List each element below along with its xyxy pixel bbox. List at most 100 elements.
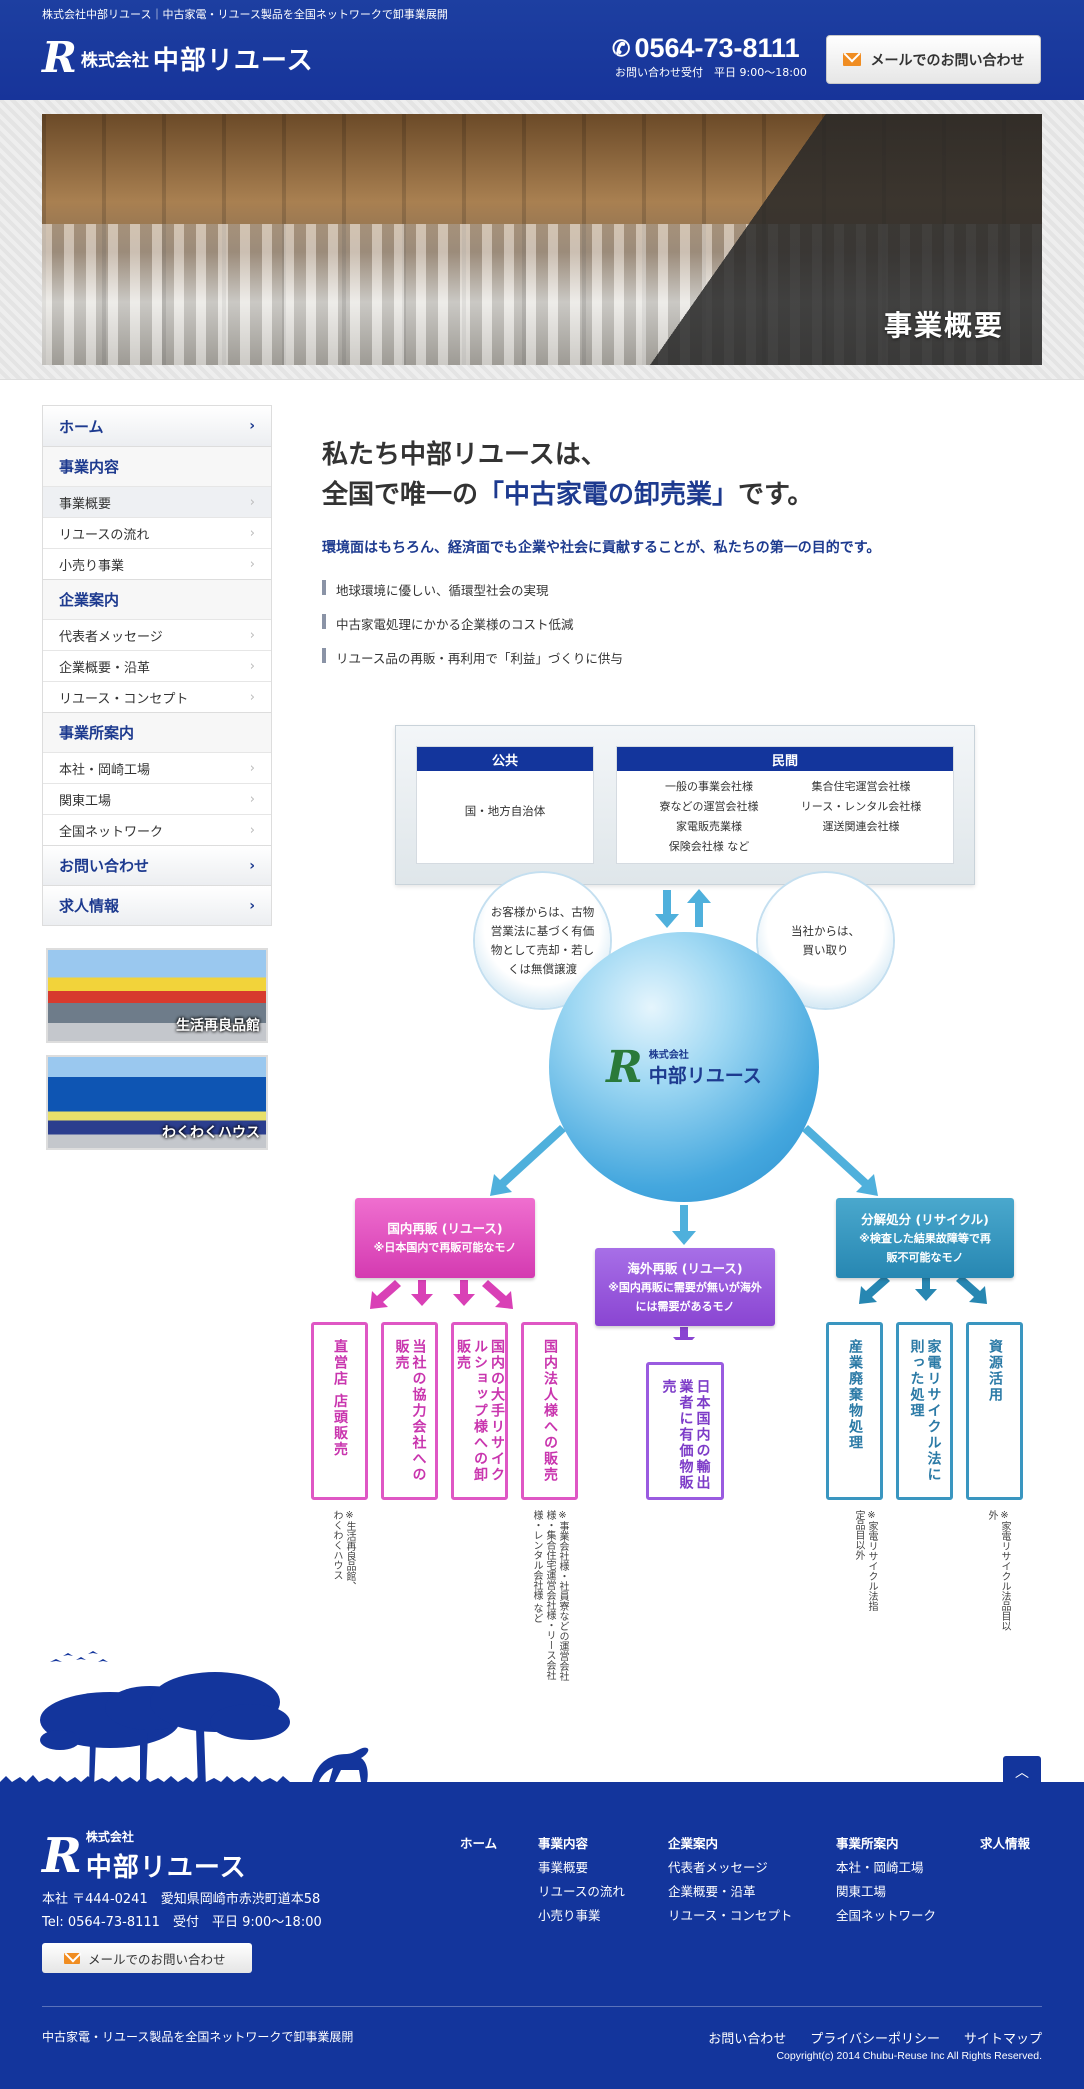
note-resources: ※家電リサイクル法品目以外	[986, 1510, 1010, 1631]
page-title: 私たち中部リユースは、 全国で唯一の「中古家電の卸売業」です。	[322, 440, 814, 510]
hero-section: 事業概要	[0, 100, 1084, 380]
banner-seikatsu[interactable]: 生活再良品館	[46, 948, 268, 1043]
footer-link[interactable]: 事業概要	[538, 1860, 589, 1875]
chevron-right-icon: ›	[249, 627, 255, 643]
logo-company-type: 株式会社	[80, 50, 149, 71]
sidebar-item-concept[interactable]: リユース・コンセプト›	[43, 681, 271, 712]
logo-mark-icon: R	[606, 1041, 643, 1093]
footer-mail-button[interactable]: メールでのお問い合わせ	[42, 1943, 252, 1973]
footer-links: お問い合わせ プライバシーポリシー サイトマップ	[708, 2028, 1042, 2047]
phone-hours: お問い合わせ受付 平日 9:00〜18:00	[615, 66, 807, 79]
list-item: 地球環境に優しい、循環型社会の実現	[322, 580, 623, 614]
diagram-arrows	[370, 889, 987, 1340]
arrow-down-icon	[655, 890, 679, 928]
back-to-top-button[interactable]: ︿	[1003, 1756, 1041, 1788]
category-overseas: 海外再販 (リユース) ※国内再販に需要が無いが海外には需要があるモノ	[595, 1248, 775, 1326]
list-item: 中古家電処理にかかる企業様のコスト低減	[322, 614, 623, 648]
footer-link[interactable]: 小売り事業	[538, 1908, 601, 1923]
header-phone: ✆0564-73-8111 お問い合わせ受付 平日 9:00〜18:00	[612, 33, 807, 80]
category-domestic: 国内再販 (リユース) ※日本国内で再販可能なモノ	[355, 1198, 535, 1278]
header-tagline: 株式会社中部リユース｜中古家電・リユース製品を全国ネットワークで卸事業展開	[42, 8, 448, 21]
lead-text: 環境面はもちろん、経済面でも企業や社会に貢献することが、私たちの第一の目的です。	[322, 540, 881, 556]
sidebar-section-business: 事業内容	[43, 446, 271, 486]
arrow-icon	[956, 1275, 987, 1304]
mail-icon	[64, 1952, 80, 1964]
chevron-right-icon: ›	[249, 760, 255, 776]
sphere-company-type: 株式会社	[648, 1050, 689, 1061]
chevron-right-icon: ›	[249, 689, 255, 705]
footer-link[interactable]: 本社・岡崎工場	[836, 1860, 924, 1875]
footer-link[interactable]: リユース・コンセプト	[668, 1908, 793, 1923]
footer-link-privacy[interactable]: プライバシーポリシー	[810, 2032, 940, 2047]
outlet-resources: 資源活用	[966, 1322, 1023, 1500]
sidebar-item-message[interactable]: 代表者メッセージ›	[43, 619, 271, 650]
banner-wakuwaku[interactable]: わくわくハウス	[46, 1055, 268, 1150]
outlet-partner: 当社の協力会社への販売	[381, 1322, 438, 1500]
phone-icon: ✆	[612, 35, 631, 61]
copyright: Copyright(c) 2014 Chubu-Reuse Inc All Ri…	[776, 2050, 1042, 2062]
header-mail-label: メールでのお問い合わせ	[870, 52, 1025, 69]
cheetah-icon	[312, 1747, 369, 1782]
note-corporate: ※事業会社様・社員寮などの運営会社様・集合住宅運営会社様・リース会社様・レンタル…	[531, 1510, 568, 1681]
header-mail-button[interactable]: メールでのお問い合わせ	[826, 35, 1041, 84]
arrow-icon	[673, 1327, 695, 1340]
footer-link-contact[interactable]: お問い合わせ	[708, 2032, 787, 2047]
mail-icon	[842, 53, 861, 66]
sidebar-item-contact[interactable]: お問い合わせ›	[43, 845, 271, 885]
sidebar-item-retail[interactable]: 小売り事業›	[43, 548, 271, 579]
arrow-icon	[859, 1275, 890, 1304]
company-sphere: R 株式会社 中部リユース	[549, 932, 819, 1202]
arrow-icon	[915, 1275, 937, 1301]
sidebar-item-network[interactable]: 全国ネットワーク›	[43, 814, 271, 845]
category-disposal: 分解処分 (リサイクル) ※検査した結果故障等で再販不可能なモノ	[836, 1198, 1014, 1278]
customer-panel: 公共 国・地方自治体 民間 一般の事業会社様 集合住宅運営会社様 寮などの運営会…	[395, 725, 975, 885]
footer-link-offices[interactable]: 事業所案内	[836, 1836, 899, 1851]
footer-link[interactable]: リユースの流れ	[538, 1884, 625, 1899]
birds-icon	[50, 1651, 108, 1662]
footer-col-home: ホーム	[460, 1832, 497, 1856]
arrow-down-icon	[672, 1205, 696, 1245]
site-logo[interactable]: R 株式会社 中部リユース	[42, 37, 314, 79]
sidebar-item-overview[interactable]: 事業概要›	[43, 486, 271, 517]
arrow-left-icon	[490, 1125, 566, 1196]
footer-divider	[42, 2006, 1042, 2007]
footer-tagline: 中古家電・リユース製品を全国ネットワークで卸事業展開	[42, 2030, 354, 2044]
chevron-right-icon: ›	[249, 525, 255, 541]
footer-link-sitemap[interactable]: サイトマップ	[963, 2032, 1042, 2047]
chevron-right-icon: ›	[249, 857, 255, 874]
footer-link[interactable]: 関東工場	[836, 1884, 887, 1899]
footer-link-company[interactable]: 企業案内	[668, 1836, 719, 1851]
footer-link-business[interactable]: 事業内容	[538, 1836, 589, 1851]
footer-link[interactable]: 代表者メッセージ	[668, 1860, 768, 1875]
goal-list: 地球環境に優しい、循環型社会の実現 中古家電処理にかかる企業様のコスト低減 リユ…	[322, 580, 623, 682]
outlet-industrial-waste: 産業廃棄物処理	[826, 1322, 883, 1500]
note-industrial: ※家電リサイクル法指定品目以外	[853, 1510, 877, 1611]
sidebar-item-kanto[interactable]: 関東工場›	[43, 783, 271, 814]
sidebar-item-recruit[interactable]: 求人情報›	[43, 885, 271, 925]
sidebar-nav: ホーム› 事業内容 事業概要› リユースの流れ› 小売り事業› 企業案内 代表者…	[42, 405, 272, 926]
private-heading: 民間	[617, 747, 953, 771]
arrow-icon	[482, 1280, 513, 1309]
sidebar-item-headquarters[interactable]: 本社・岡崎工場›	[43, 752, 271, 783]
outlet-recycling-law: 家電リサイクル法に則った処理	[896, 1322, 953, 1500]
footer-link[interactable]: 企業概要・沿革	[668, 1884, 756, 1899]
chevron-right-icon: ›	[249, 897, 255, 914]
list-item: リユース品の再販・再利用で「利益」づくりに供与	[322, 648, 623, 682]
sidebar-item-home[interactable]: ホーム›	[43, 406, 271, 446]
banner-label: 生活再良品館	[176, 1018, 260, 1034]
footer-col-offices: 事業所案内 本社・岡崎工場 関東工場 全国ネットワーク	[836, 1832, 936, 1928]
footer-logo-name: 中部リユース	[85, 1853, 247, 1883]
footer-link[interactable]: 全国ネットワーク	[836, 1908, 937, 1923]
phone-number: 0564-73-8111	[634, 33, 800, 63]
footer-link-home[interactable]: ホーム	[460, 1836, 498, 1851]
sidebar-item-flow[interactable]: リユースの流れ›	[43, 517, 271, 548]
footer-logo[interactable]: R 株式会社 中部リユース	[42, 1828, 247, 1884]
footer-link-recruit[interactable]: 求人情報	[980, 1836, 1031, 1851]
chevron-right-icon: ›	[249, 658, 255, 674]
footer-col-business: 事業内容 事業概要 リユースの流れ 小売り事業	[538, 1832, 625, 1928]
footer-logo-type: 株式会社	[85, 1830, 134, 1844]
chevron-right-icon: ›	[249, 494, 255, 510]
hero-image: 事業概要	[42, 114, 1042, 365]
sidebar-item-history[interactable]: 企業概要・沿革›	[43, 650, 271, 681]
footer-col-company: 企業案内 代表者メッセージ 企業概要・沿革 リユース・コンセプト	[668, 1832, 792, 1928]
